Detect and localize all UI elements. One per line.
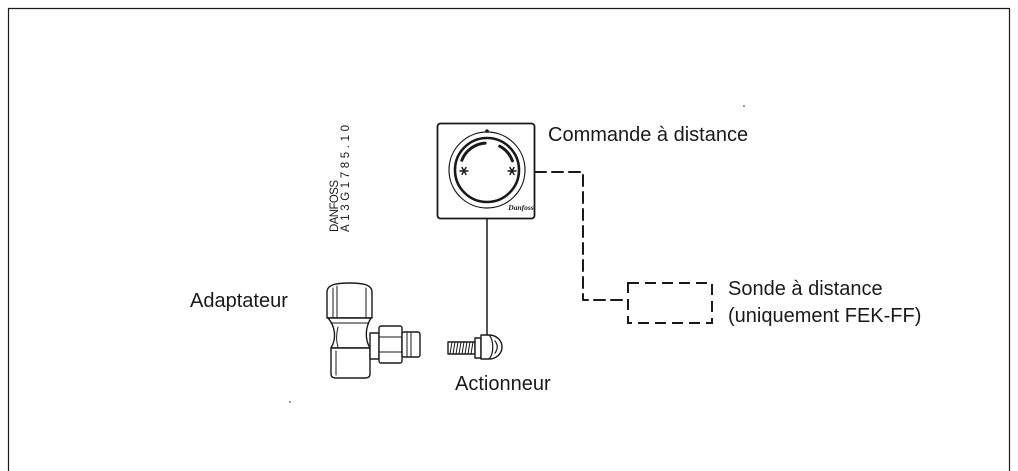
warm-asterisk-icon (507, 166, 517, 176)
actuator-head-shading (488, 334, 498, 360)
sensor-capillary-dashed (534, 171, 629, 301)
speck (743, 105, 745, 107)
cold-asterisk-icon (459, 166, 469, 176)
remote-sensor-note: (uniquement FEK-FF) (728, 305, 921, 327)
actuator-head (480, 334, 503, 360)
reference-code: A13G1785.10 (340, 125, 352, 232)
adapter-label: Adaptateur (190, 290, 288, 312)
dial-knob-ring (453, 136, 521, 204)
remote-control: Danfoss (436, 122, 536, 220)
speck (289, 401, 291, 403)
remote-control-label: Commande à distance (548, 124, 748, 146)
adapter-nut-faces (378, 336, 403, 353)
actuator-label: Actionneur (455, 373, 551, 395)
actuator (447, 334, 503, 360)
warm-range-arc (498, 144, 514, 163)
adapter-body (330, 347, 371, 379)
adapter (326, 282, 421, 379)
danfoss-logo: Danfoss (507, 203, 534, 212)
cold-range-arc (460, 141, 487, 162)
remote-sensor (627, 282, 713, 324)
reference-brand: DANFOSS (329, 180, 341, 232)
adapter-cap-highlight (332, 285, 367, 318)
adapter-nut (378, 325, 403, 364)
adapter-tail-grooves (406, 332, 412, 357)
frame-border (7, 7, 1011, 471)
dial-outer-ring (448, 131, 526, 209)
adapter-waist-lines (330, 322, 369, 348)
remote-sensor-label: Sonde à distance (728, 278, 883, 300)
adapter-collar (369, 332, 380, 360)
actuator-nut (474, 337, 482, 359)
adapter-cap (326, 282, 373, 319)
actuator-threads (449, 341, 474, 355)
